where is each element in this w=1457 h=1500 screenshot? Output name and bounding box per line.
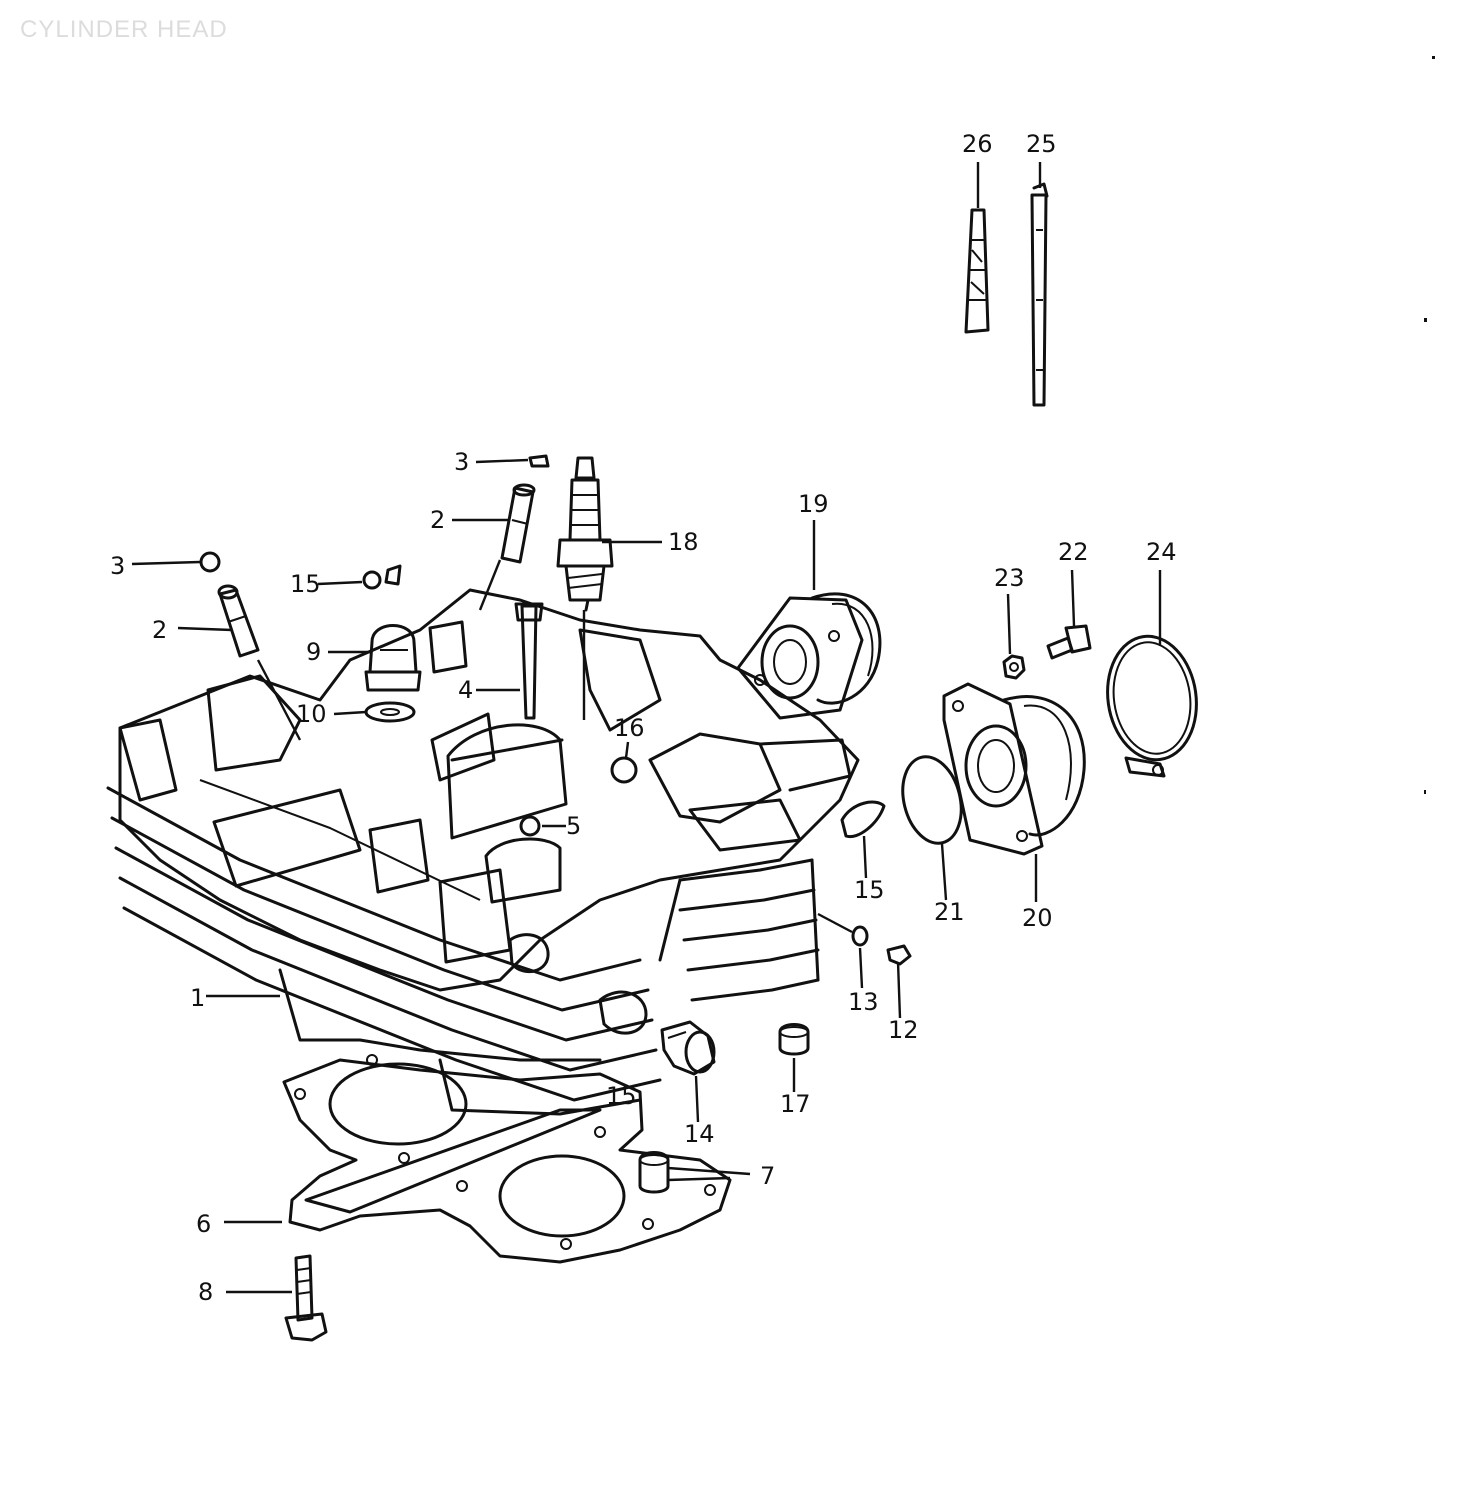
part-12-washer-small (851, 925, 869, 947)
part-1-cylinder-head (106, 588, 860, 1116)
callout-26: 26 (962, 130, 993, 158)
part-15-small-left (362, 564, 402, 590)
callout-20: 20 (1022, 904, 1053, 932)
callout-7: 8 (198, 1278, 213, 1306)
callout-labels: 26 25 3 3 2 2 18 15 9 10 4 19 23 22 24 1… (110, 130, 1177, 1306)
part-3-clip-top (528, 454, 550, 468)
callout-12: 13 (848, 988, 879, 1016)
callout-8: 7 (760, 1162, 775, 1190)
part-16-plug (610, 756, 638, 784)
callout-6: 6 (196, 1210, 211, 1238)
part-25-rod (1030, 182, 1049, 407)
part-8-dowel (638, 1151, 670, 1194)
part-4-stud (514, 602, 544, 720)
callout-2-left: 2 (152, 616, 167, 644)
callout-15-left: 15 (290, 570, 321, 598)
callout-2-top: 2 (430, 506, 445, 534)
part-2-valve-guide-top (500, 483, 536, 564)
part-13-plug (660, 1020, 716, 1076)
part-18-spark-plug (556, 456, 614, 612)
part-7-bolt (284, 1254, 328, 1342)
callout-11: 12 (888, 1016, 919, 1044)
callout-3-left: 3 (110, 552, 125, 580)
callout-15-right: 15 (854, 876, 885, 904)
callout-19: 19 (798, 490, 829, 518)
callout-9: 9 (306, 638, 321, 666)
callout-25: 25 (1026, 130, 1057, 158)
callout-10: 10 (296, 700, 327, 728)
part-11-screw (886, 944, 912, 966)
callout-14: 15 (606, 1082, 637, 1110)
part-23-nut (1002, 654, 1026, 680)
part-5-bolt (519, 815, 541, 837)
callout-18: 18 (668, 528, 699, 556)
callout-4: 4 (458, 676, 473, 704)
callout-13: 14 (684, 1120, 715, 1148)
part-24-hose-clamp (1106, 634, 1198, 778)
scan-marks (1424, 56, 1435, 794)
part-9-cap-nut (364, 624, 422, 692)
part-22-bolt (1046, 624, 1092, 660)
callout-21: 21 (934, 898, 965, 926)
part-26-tool (964, 208, 990, 334)
callout-23: 23 (994, 564, 1025, 592)
part-10-washer (364, 701, 416, 723)
callout-5: 5 (566, 812, 581, 840)
page-title: CYLINDER HEAD (20, 16, 228, 43)
callout-1: 1 (190, 984, 205, 1012)
part-15-seal-right (840, 800, 886, 839)
part-6-head-gasket (282, 1054, 732, 1264)
callout-16: 16 (614, 714, 645, 742)
callout-3-top: 3 (454, 448, 469, 476)
part-20-exhaust-flange (942, 682, 1086, 856)
part-3-ring-left (199, 551, 221, 573)
part-19-intake-pipe (736, 592, 882, 720)
part-21-o-ring (901, 755, 963, 845)
part-2-valve-guide-left (217, 584, 260, 658)
part-17-cap (778, 1023, 810, 1056)
callout-17: 17 (780, 1090, 811, 1118)
leader-lines (131, 162, 1162, 1294)
callout-24: 24 (1146, 538, 1177, 566)
callout-22: 22 (1058, 538, 1089, 566)
